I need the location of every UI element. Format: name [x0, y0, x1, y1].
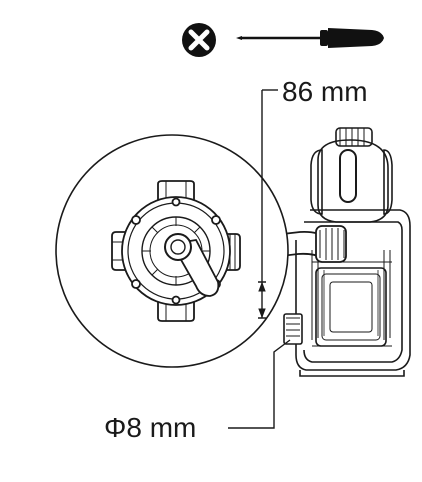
diameter-label: Φ8 mm [104, 412, 196, 443]
cross-circle-icon [182, 23, 216, 57]
valve-stem-fitting [283, 313, 303, 345]
connecting-hose [225, 225, 347, 263]
multiport-valve [111, 180, 241, 322]
no-tool-notice [182, 23, 384, 57]
screwdriver-icon [236, 28, 384, 48]
height-label: 86 mm [282, 76, 368, 107]
height-dimension [258, 89, 278, 319]
diameter-leader [228, 339, 291, 429]
filter-pump [295, 127, 411, 377]
